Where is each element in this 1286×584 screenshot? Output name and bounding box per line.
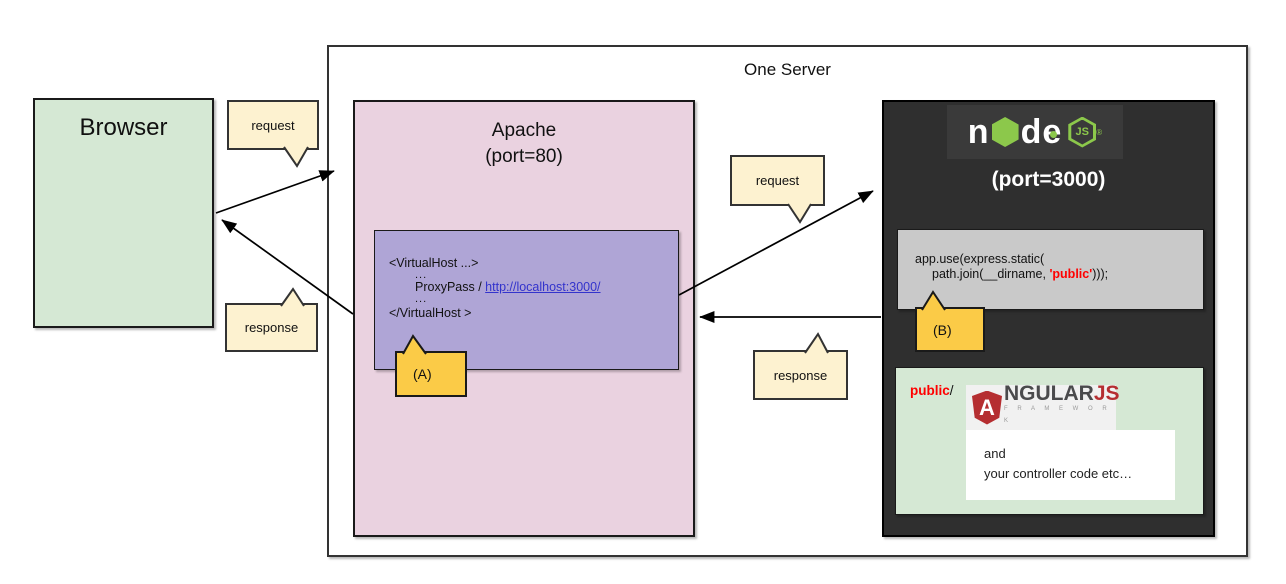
code-line-2-post: ))); xyxy=(1092,267,1109,281)
nodejs-port: (port=3000) xyxy=(991,168,1106,191)
virtualhost-config-box: <VirtualHost ...> ... ProxyPass / http:/… xyxy=(374,230,679,370)
public-dir-label: public/ xyxy=(910,383,954,398)
public-directory-box: public/ A NGULARJS F R A M E W O R K and… xyxy=(895,367,1204,515)
angular-name: NGULAR xyxy=(1004,382,1094,405)
angular-wordmark: NGULARJS F R A M E W O R K xyxy=(1004,383,1120,427)
request-callout-browser: request xyxy=(227,100,319,150)
angular-framework-subtitle: F R A M E W O R K xyxy=(1004,406,1111,424)
note-line-2: your controller code etc… xyxy=(984,466,1133,481)
vhost-open-tag: <VirtualHost ...> xyxy=(389,256,479,270)
node-hexagon-o-icon xyxy=(991,117,1019,147)
express-static-code-box: app.use(express.static( path.join(__dirn… xyxy=(897,229,1204,310)
apache-box: Apache (port=80) <VirtualHost ...> ... P… xyxy=(353,100,695,537)
annotation-b-callout: (B) xyxy=(915,307,985,352)
apache-name: Apache xyxy=(491,120,557,141)
node-letter-d: d xyxy=(1020,113,1043,151)
apache-port: (port=80) xyxy=(485,146,563,167)
controller-code-note: and your controller code etc… xyxy=(966,430,1175,500)
response-callout-node: response xyxy=(753,350,848,400)
nodejs-box: n d e JS ® (port=3000) app.use(express.s… xyxy=(882,100,1215,537)
note-line-1: and xyxy=(984,446,1006,461)
one-server-title: One Server xyxy=(744,60,831,79)
annotation-a-callout: (A) xyxy=(395,351,467,397)
proxypass-text: ProxyPass / xyxy=(415,280,486,294)
request-callout-browser-label: request xyxy=(251,117,295,133)
annotation-a-label: (A) xyxy=(413,366,432,382)
node-letter-e: e xyxy=(1042,113,1063,151)
request-callout-node: request xyxy=(730,155,825,206)
node-letter-n: n xyxy=(967,113,990,151)
angularjs-logo: A NGULARJS F R A M E W O R K xyxy=(966,383,1120,430)
apache-title: Apache (port=80) xyxy=(355,118,693,170)
browser-label: Browser xyxy=(79,114,168,141)
nodejs-logo: n d e JS ® xyxy=(947,105,1123,159)
code-line-1: app.use(express.static( xyxy=(915,252,1045,266)
request-arrow-browser-to-apache xyxy=(215,170,335,214)
nodejs-js-hexagon-icon: JS xyxy=(1068,116,1097,148)
registered-trademark-icon: ® xyxy=(1096,127,1103,137)
code-public-literal: 'public' xyxy=(1049,267,1093,281)
code-line-2: path.join(__dirname, 'public'))); xyxy=(915,267,1203,282)
angular-js-suffix: JS xyxy=(1093,382,1120,405)
vhost-ellipsis-1: ... xyxy=(415,269,428,281)
localhost-3000-link[interactable]: http://localhost:3000/ xyxy=(485,280,601,294)
response-callout-browser-label: response xyxy=(244,320,299,335)
response-callout-browser: response xyxy=(225,303,318,352)
angular-shield-icon: A xyxy=(972,390,1002,425)
request-callout-node-label: request xyxy=(755,173,800,188)
nodejs-js-label: JS xyxy=(1071,119,1094,145)
vhost-close-tag: </VirtualHost > xyxy=(389,306,472,320)
public-dir-name: public xyxy=(910,383,950,398)
public-dir-slash: / xyxy=(949,383,954,398)
response-callout-node-label: response xyxy=(773,367,828,383)
code-line-2-pre: path.join(__dirname, xyxy=(932,267,1050,281)
browser-box: Browser xyxy=(33,98,214,328)
proxypass-line: ProxyPass / http://localhost:3000/ xyxy=(389,279,678,296)
annotation-b-label: (B) xyxy=(933,321,952,338)
vhost-ellipsis-2: ... xyxy=(415,293,428,305)
